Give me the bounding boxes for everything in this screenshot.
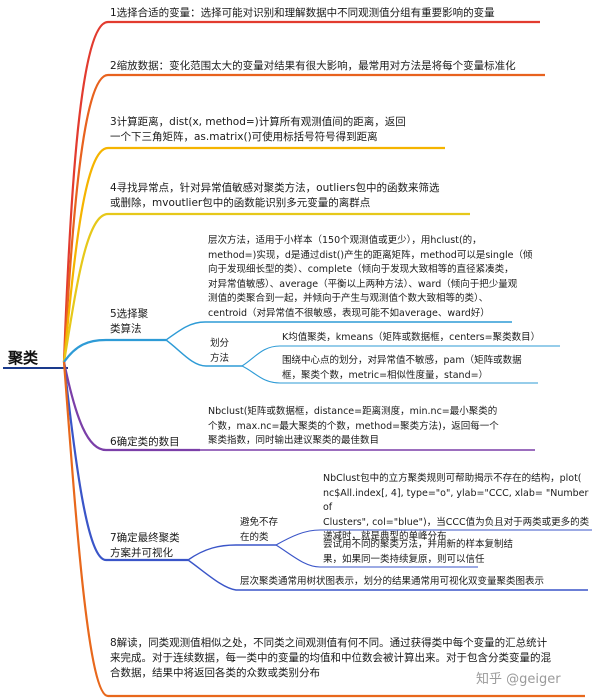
branch-5 (63, 338, 166, 363)
step-8: 8解读，同类观测值相似之处，不同类之间观测值有何不同。通过获得类中每个变量的汇总… (110, 637, 551, 679)
branch-1 (62, 20, 540, 363)
step-5-hier: 层次方法，适用于小样本（150个观测值或更少），用hclust(的， metho… (208, 235, 533, 319)
branch-5-kmeans (241, 345, 560, 367)
step-7-resample: 尝试用不同的聚类方法，并用新的样本复制结 果，如果同一类持续复原，则可以信任 (323, 539, 514, 565)
root-node: 聚类 (8, 349, 39, 367)
branch-4 (62, 212, 470, 363)
watermark: 知乎 @geiger (476, 672, 561, 687)
step-7-label: 7确定最终聚类 方案并可视化 (110, 532, 180, 559)
branch-7-nbclust (275, 529, 592, 546)
step-7-visual: 层次聚类通常用树状图表示，划分的结果通常用可视化双变量聚类图表示 (240, 576, 545, 587)
step-2: 2缩放数据：变化范围太大的变量对结果有很大影响，最常用对方法是将每个变量标准化 (110, 60, 516, 72)
step-6-detail: Nbclust(矩阵或数据框，distance=距离测度，min.nc=最小聚类… (208, 406, 499, 446)
step-4: 4寻找异常点，针对异常值敏感对聚类方法，outliers包中的函数来筛选 或删除… (110, 182, 440, 209)
branch-6 (62, 361, 200, 452)
step-5-part-label: 划分 方法 (210, 338, 230, 364)
step-7-avoid-label: 避免不存 在的类 (240, 517, 279, 543)
branch-7-visual (187, 559, 588, 591)
branch-7-resample (275, 544, 478, 568)
step-3: 3计算距离，dist(x, method=)计算所有观测值间的距离，返回 一个下… (110, 116, 406, 143)
step-7-nbclust: NbClust包中的立方聚类规则可帮助揭示不存在的结构，plot( nc$All… (323, 473, 590, 542)
step-6-label: 6确定类的数目 (110, 436, 180, 448)
branch-7-avoid (187, 544, 276, 561)
branch-3 (62, 146, 445, 363)
branch-5-hier (165, 321, 512, 341)
branch-5-pam (241, 365, 538, 384)
branch-8 (62, 361, 585, 698)
branch-5-part (165, 339, 242, 367)
branch-7 (62, 361, 188, 562)
step-5-label: 5选择聚 类算法 (110, 308, 149, 335)
step-1: 1选择合适的变量：选择可能对识别和理解数据中不同观测值分组有重要影响的变量 (110, 7, 495, 19)
branch-2 (62, 73, 545, 363)
step-5-kmeans: K均值聚类，kmeans（矩阵或数据框，centers=聚类数目） (282, 332, 541, 343)
step-5-pam: 围绕中心点的划分，对异常值不敏感，pam（矩阵或数据 框，聚类个数，metric… (282, 355, 522, 381)
